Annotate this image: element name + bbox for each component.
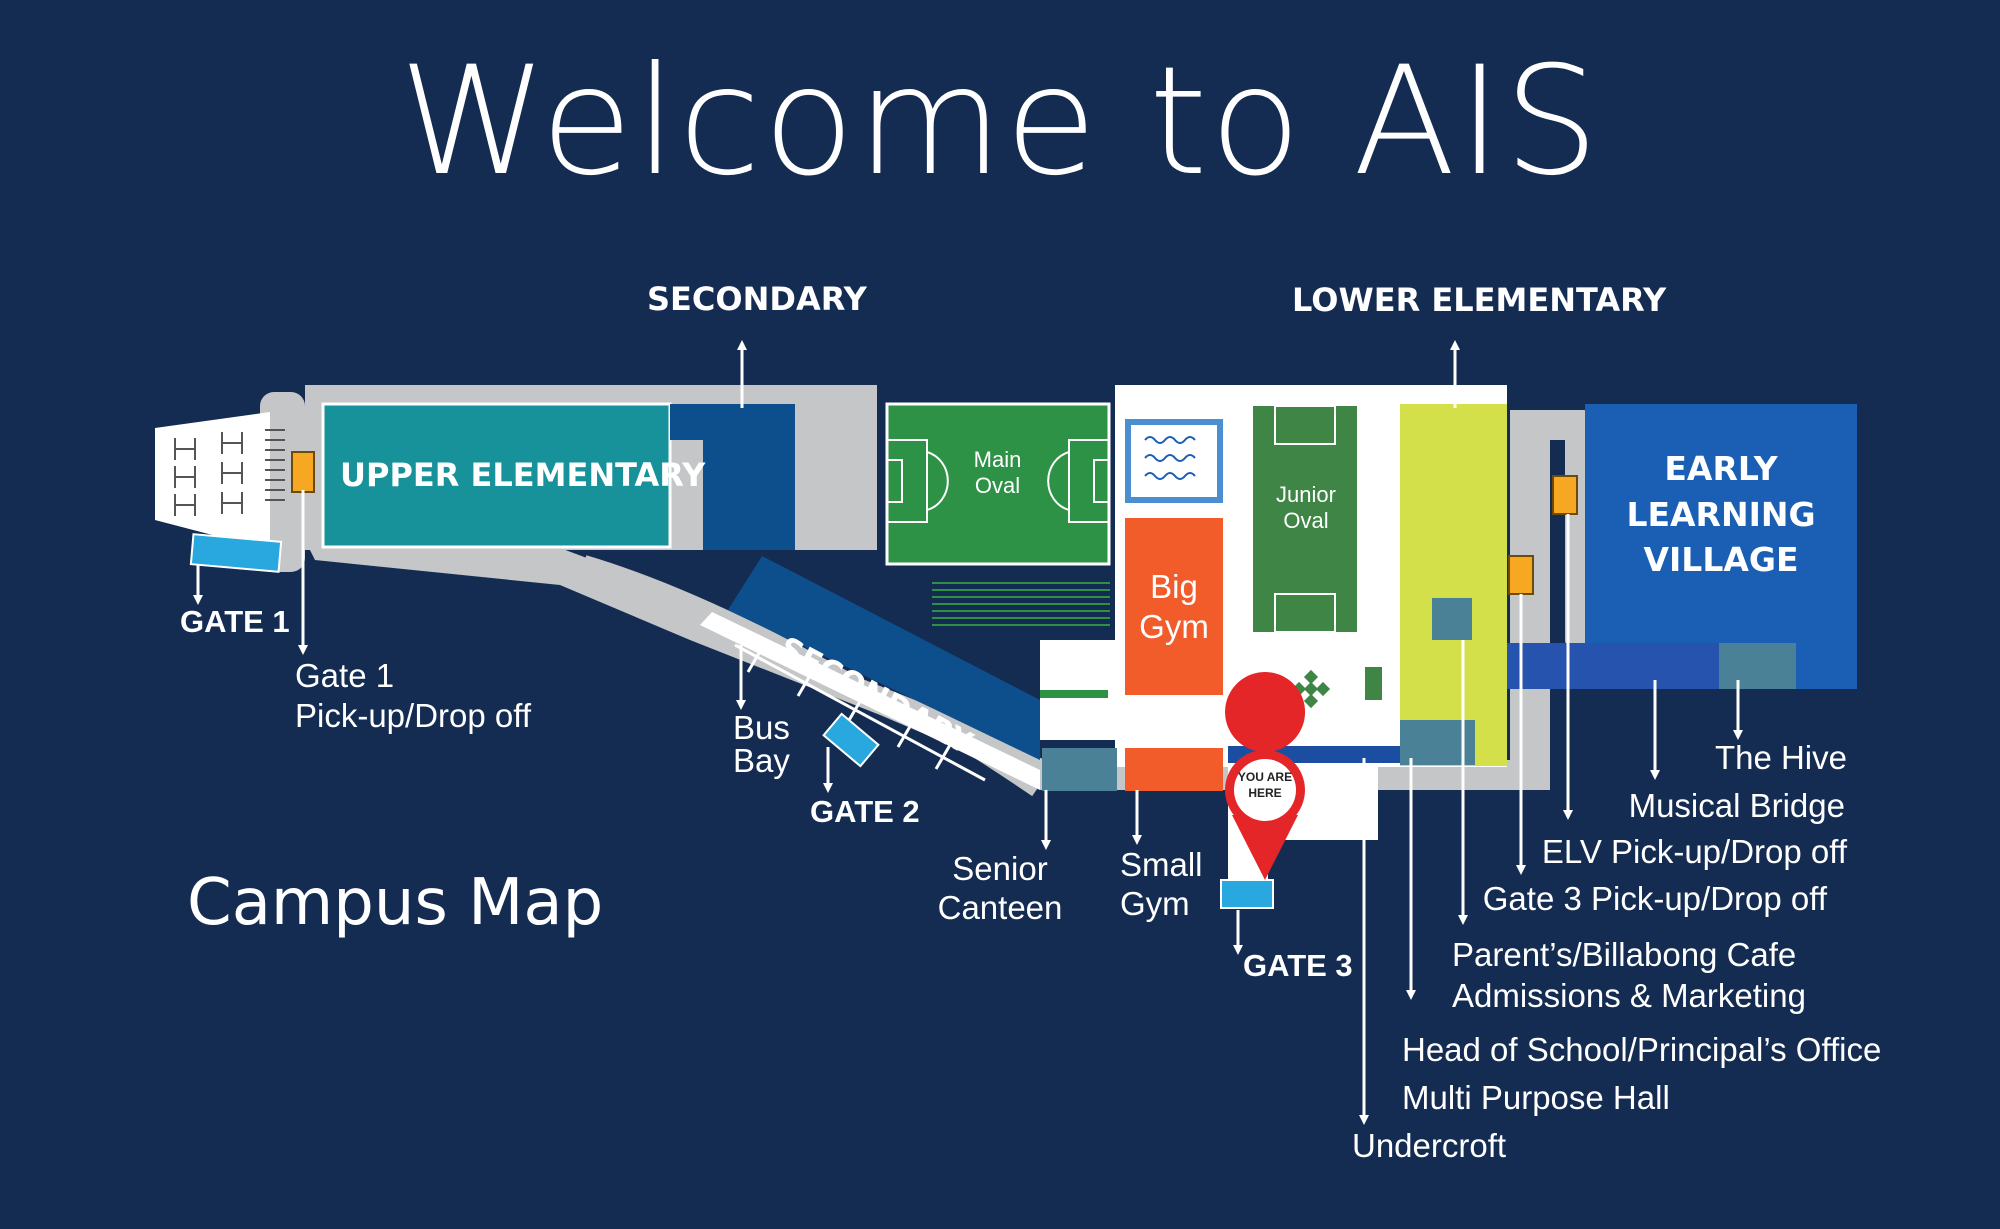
gate2-icon[interactable] xyxy=(822,712,880,768)
small-gym-building[interactable] xyxy=(1125,748,1223,791)
elv-pickup-label: ELV Pick-up/Drop off xyxy=(1541,833,1847,870)
junior-oval-field[interactable] xyxy=(1253,405,1357,633)
you-are-here-pin xyxy=(1225,672,1306,880)
musical-bridge[interactable] xyxy=(1507,643,1724,689)
page-title: Welcome to AIS xyxy=(398,35,1602,209)
elv-marker xyxy=(1552,475,1578,515)
gate3-label[interactable]: GATE 3 xyxy=(1243,948,1353,983)
musical-bridge-label: Musical Bridge xyxy=(1628,787,1845,824)
undercroft-label: Undercroft xyxy=(1352,1127,1507,1164)
pointer-arrows xyxy=(193,340,1743,1125)
main-oval-field[interactable] xyxy=(885,402,1111,566)
big-gym-label: Big Gym xyxy=(1139,568,1209,645)
small-gym-label: Small Gym xyxy=(1120,846,1203,922)
gate3-marker xyxy=(1508,555,1534,595)
gate1-pickup-label: Gate 1 Pick-up/Drop off xyxy=(295,657,531,734)
head-of-school-label: Head of School/Principal’s Office xyxy=(1402,1031,1882,1068)
gate3-pickup-label: Gate 3 Pick-up/Drop off xyxy=(1482,880,1827,917)
grass-strip xyxy=(1040,690,1108,698)
senior-canteen-label: Senior Canteen xyxy=(937,850,1063,926)
multi-purpose-hall-label: Multi Purpose Hall xyxy=(1402,1079,1670,1116)
small-green-block xyxy=(1365,667,1382,700)
early-learning-village-building[interactable] xyxy=(1585,404,1857,689)
secondary-header: SECONDARY xyxy=(647,280,867,318)
cafe-admissions-block[interactable] xyxy=(1432,598,1472,640)
main-oval-label: Main Oval xyxy=(973,447,1022,499)
early-learning-village-label: EARLY LEARNING VILLAGE xyxy=(1626,449,1816,580)
big-gym-building[interactable] xyxy=(1125,518,1223,695)
admissions-label: Admissions & Marketing xyxy=(1452,977,1806,1014)
you-are-here-label: YOU ARE HERE xyxy=(1237,770,1293,801)
bus-bay-label: Bus Bay xyxy=(733,709,790,779)
bus-bay-lines xyxy=(734,643,986,782)
gate1-building xyxy=(155,412,285,550)
parents-cafe-label: Parent’s/Billabong Cafe xyxy=(1452,936,1797,973)
gate2-label[interactable]: GATE 2 xyxy=(810,794,920,829)
senior-canteen-building[interactable] xyxy=(1042,748,1117,791)
junior-oval-label: Junior Oval xyxy=(1276,482,1336,534)
gate1-icon[interactable] xyxy=(189,533,283,573)
secondary-building-edge xyxy=(700,612,1040,790)
running-track xyxy=(932,582,1110,626)
lower-elementary-header: LOWER ELEMENTARY xyxy=(1292,281,1667,319)
secondary-block-top[interactable] xyxy=(670,404,795,550)
the-hive-block[interactable] xyxy=(1719,643,1796,689)
upper-elementary-building[interactable] xyxy=(321,402,672,549)
upper-elementary-label: UPPER ELEMENTARY xyxy=(340,456,706,494)
secondary-building[interactable] xyxy=(728,556,1040,760)
gate1-label[interactable]: GATE 1 xyxy=(180,604,290,639)
campus-map-subtitle: Campus Map xyxy=(187,866,604,940)
the-hive-label: The Hive xyxy=(1714,739,1847,776)
gate1-marker xyxy=(291,451,315,493)
lower-elementary-building[interactable] xyxy=(1400,404,1507,766)
gate3-icon[interactable] xyxy=(1220,879,1274,909)
pool[interactable] xyxy=(1125,419,1223,503)
